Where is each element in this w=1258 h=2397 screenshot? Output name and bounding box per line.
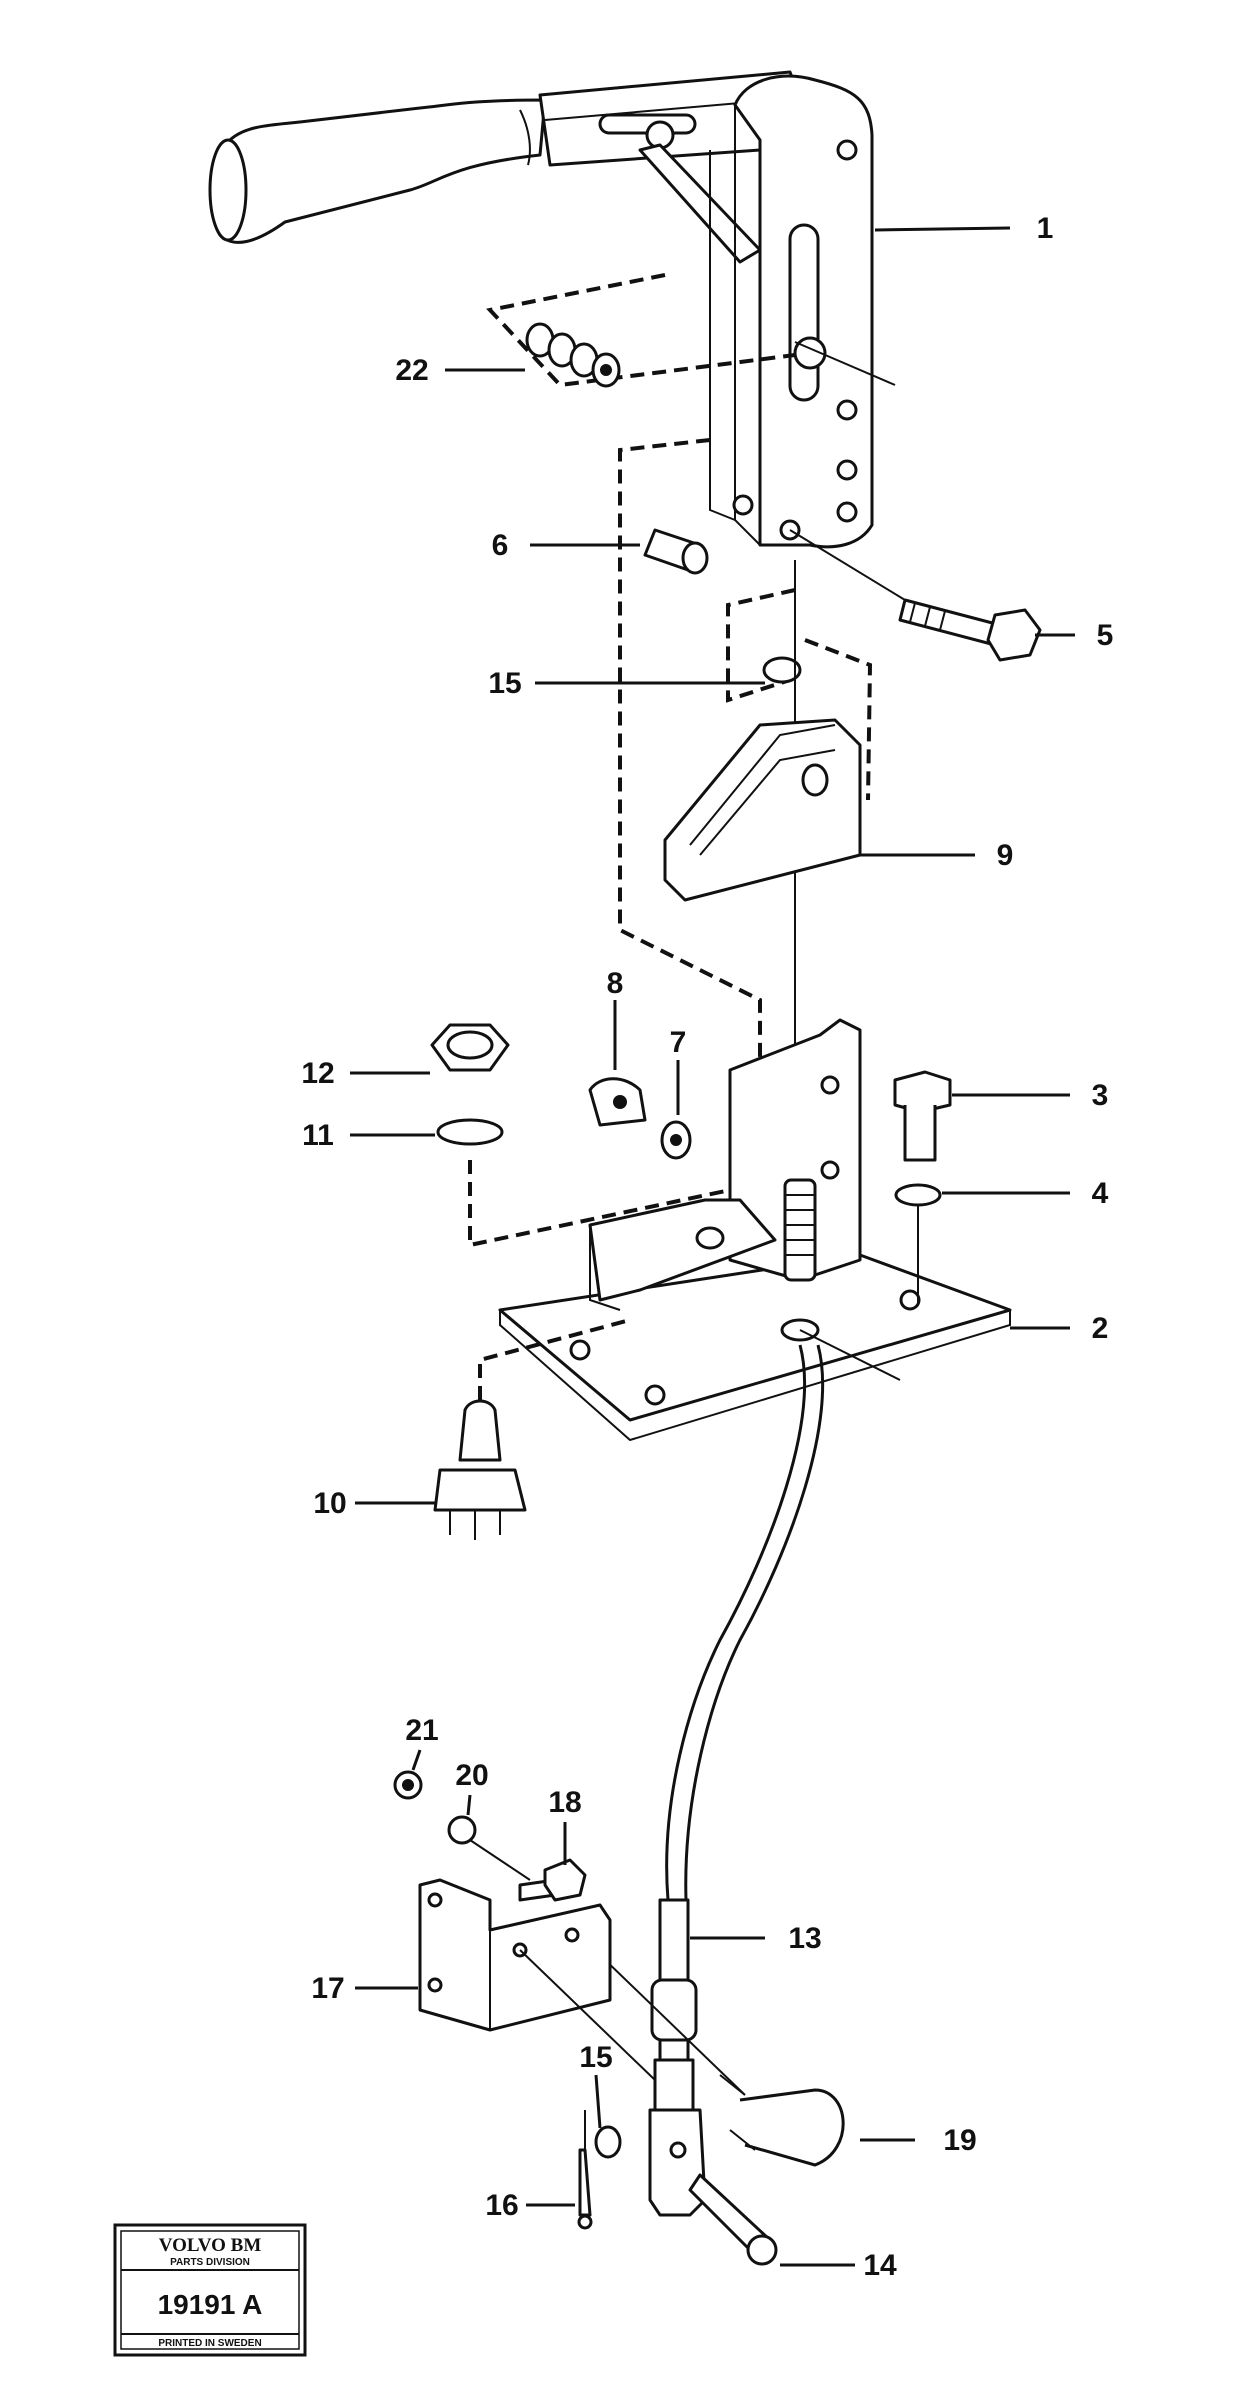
u-clip bbox=[599, 1954, 845, 2167]
nut-8-washer-7 bbox=[588, 1077, 692, 1160]
nut-12-washer-11 bbox=[430, 1023, 731, 1248]
callout-2: 2 bbox=[1092, 1312, 1109, 1345]
washer-stack bbox=[486, 273, 796, 388]
callout-20: 20 bbox=[455, 1759, 488, 1792]
callout-4: 4 bbox=[1092, 1177, 1109, 1210]
nut-15-cotter-16 bbox=[577, 2110, 622, 2230]
parts-stamp: VOLVO BM PARTS DIVISION 19191 A PRINTED … bbox=[113, 2223, 307, 2357]
hex-bolt-5 bbox=[789, 529, 1042, 662]
callout-14: 14 bbox=[863, 2249, 897, 2282]
mount-bracket bbox=[393, 1770, 656, 2081]
callout-16: 16 bbox=[485, 2189, 518, 2222]
bolt-3-washer-4 bbox=[893, 1070, 952, 1305]
callout-17: 17 bbox=[311, 1972, 344, 2005]
callout-1: 1 bbox=[1037, 212, 1054, 245]
callout-3: 3 bbox=[1092, 1079, 1109, 1112]
stamp-division: PARTS DIVISION bbox=[170, 2257, 250, 2268]
callout-21: 21 bbox=[405, 1714, 438, 1747]
callout-labels: 1 2 3 4 5 6 7 8 9 10 11 12 13 14 15 15 1… bbox=[301, 212, 1113, 2282]
callout-8: 8 bbox=[607, 967, 624, 1000]
callout-22: 22 bbox=[395, 354, 428, 387]
callout-10: 10 bbox=[313, 1487, 346, 1520]
clevis-pin bbox=[688, 2173, 778, 2266]
callout-6: 6 bbox=[492, 529, 509, 562]
callout-13: 13 bbox=[788, 1922, 821, 1955]
stamp-printed: PRINTED IN SWEDEN bbox=[158, 2338, 261, 2349]
stamp-brand: VOLVO BM bbox=[159, 2235, 262, 2256]
leader-lines bbox=[350, 226, 1075, 2267]
callout-19: 19 bbox=[943, 2124, 976, 2157]
stamp-number: 19191 A bbox=[158, 2289, 263, 2320]
brake-switch bbox=[433, 1318, 631, 1540]
callout-12: 12 bbox=[301, 1057, 334, 1090]
callout-7: 7 bbox=[670, 1026, 687, 1059]
callout-9: 9 bbox=[997, 839, 1014, 872]
callout-18: 18 bbox=[548, 1786, 581, 1819]
control-cable bbox=[648, 1344, 825, 2217]
spacer-sleeve bbox=[643, 528, 709, 575]
callout-15-bottom: 15 bbox=[579, 2041, 612, 2074]
callout-11: 11 bbox=[302, 1119, 334, 1152]
hand-lever bbox=[208, 70, 896, 549]
base-plate bbox=[498, 1018, 1012, 1442]
cable-bracket bbox=[663, 718, 862, 902]
callout-5: 5 bbox=[1097, 619, 1114, 652]
callout-15-top: 15 bbox=[488, 667, 521, 700]
